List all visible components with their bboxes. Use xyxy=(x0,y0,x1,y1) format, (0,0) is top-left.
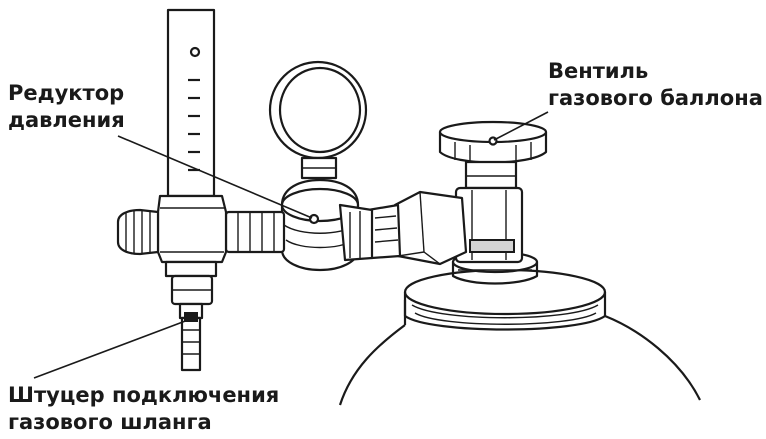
label-cylinder-valve-line1: Вентиль xyxy=(548,59,649,83)
connection-nut xyxy=(366,190,468,266)
label-hose-fitting: Штуцер подключения газового шланга xyxy=(8,382,279,436)
flowmeter xyxy=(116,8,228,264)
pressure-reducer-body xyxy=(280,178,374,272)
hose-fitting xyxy=(164,260,218,372)
coupling xyxy=(224,210,286,254)
leader-fitting xyxy=(33,319,189,379)
leader-lines xyxy=(33,111,549,379)
label-hose-fitting-line1: Штуцер подключения xyxy=(8,383,280,407)
label-pressure-reducer-line2: давления xyxy=(8,108,125,132)
pressure-gauge xyxy=(268,60,368,180)
label-cylinder-valve-line2: газового баллона xyxy=(548,86,763,110)
leader-reducer xyxy=(117,135,313,219)
label-hose-fitting-line2: газового шланга xyxy=(8,410,212,434)
gas-cylinder xyxy=(338,250,701,406)
label-pressure-reducer: Редуктор давления xyxy=(8,80,125,134)
leader-valve xyxy=(493,111,549,141)
label-pressure-reducer-line1: Редуктор xyxy=(8,81,125,105)
label-cylinder-valve: Вентиль газового баллона xyxy=(548,58,763,112)
